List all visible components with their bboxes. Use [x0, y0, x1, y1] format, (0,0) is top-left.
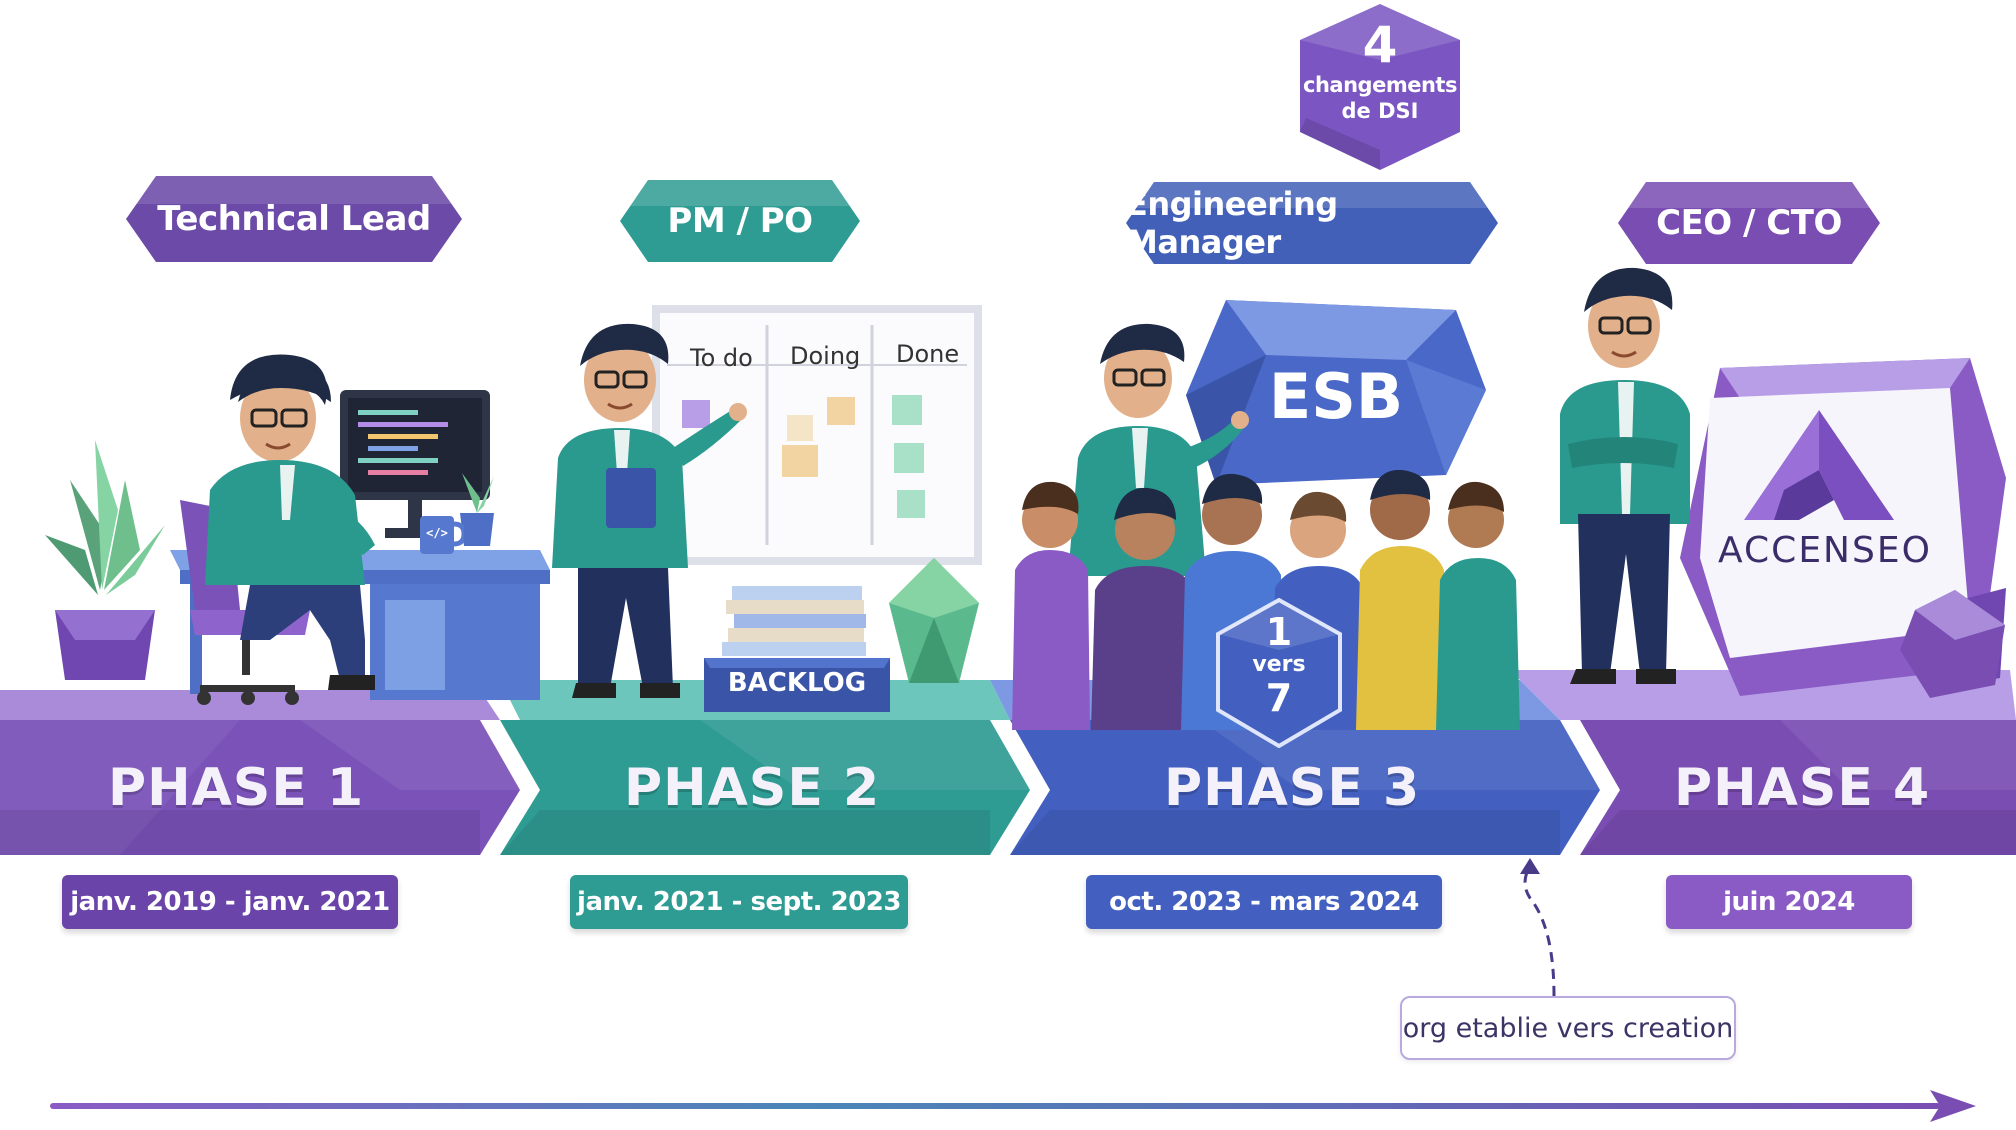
phase-1-date: janv. 2019 - janv. 2021	[62, 875, 398, 929]
role-badge-technical-lead: Technical Lead	[157, 199, 431, 239]
esb-label: ESB	[1268, 360, 1404, 433]
phase-4-arrow	[1580, 720, 2016, 855]
phase-4-date: juin 2024	[1666, 875, 1912, 929]
ceo-character	[1560, 267, 1690, 684]
purple-gem-icon	[1900, 590, 2005, 698]
timeline-ribbon	[0, 670, 2016, 855]
callout-box: org etablie vers creation	[1400, 996, 1736, 1060]
team-from: 1	[1265, 610, 1293, 654]
dsi-badge: 4 changements de DSI	[1296, 18, 1464, 124]
backlog-stack	[704, 586, 890, 712]
timeline-arrow	[50, 1090, 1976, 1122]
dsi-line-1: changements	[1303, 73, 1457, 97]
phase-4-label: PHASE 4	[1674, 758, 1931, 818]
phase-3-arrow	[1010, 720, 1600, 855]
kanban-col-todo: To do	[690, 344, 753, 372]
team-growth-badge-shape	[1216, 598, 1342, 748]
mug-icon	[420, 516, 464, 554]
phase-3-label: PHASE 3	[1164, 758, 1421, 818]
company-logo-text: ACCENSEO	[1718, 530, 1932, 571]
phase-3-date: oct. 2023 - mars 2024	[1086, 875, 1442, 929]
backlog-label: BACKLOG	[727, 668, 867, 698]
potted-plant-icon	[45, 440, 165, 680]
callout-arrow	[1520, 858, 1556, 997]
role-badge-1-shape	[126, 176, 462, 262]
team-vers: vers	[1252, 652, 1306, 677]
role-badge-2-shape	[620, 180, 860, 262]
developer-character	[205, 354, 375, 690]
kanban-col-doing: Doing	[790, 342, 861, 370]
phase-2-arrow	[500, 720, 1030, 855]
role-badge-3-shape	[1126, 182, 1498, 264]
phase-2-label: PHASE 2	[624, 758, 881, 818]
role-badge-engineering-manager: Engineering Manager	[1126, 185, 1338, 261]
dsi-count: 4	[1362, 16, 1398, 74]
mug-code-label: </>	[426, 526, 448, 540]
role-badge-4-shape	[1618, 182, 1880, 264]
desk-plant-icon	[460, 473, 494, 546]
role-badge-pm-po: PM / PO	[667, 201, 813, 241]
kanban-col-done: Done	[896, 340, 960, 368]
team-growth-badge: 1 vers 7	[1214, 612, 1344, 718]
green-crystal-icon	[889, 558, 979, 683]
phase-1-label: PHASE 1	[108, 758, 365, 818]
phase-2-date: janv. 2021 - sept. 2023	[570, 875, 908, 929]
dsi-badge-shape	[1300, 4, 1460, 170]
monitor-icon	[340, 390, 490, 538]
phase-1-arrow	[0, 720, 520, 855]
accenseo-logo-icon	[1744, 410, 1894, 520]
dsi-line-2: de DSI	[1341, 99, 1419, 123]
role-badge-ceo-cto: CEO / CTO	[1656, 203, 1842, 243]
team-to: 7	[1265, 676, 1293, 720]
product-owner-character	[552, 323, 747, 698]
